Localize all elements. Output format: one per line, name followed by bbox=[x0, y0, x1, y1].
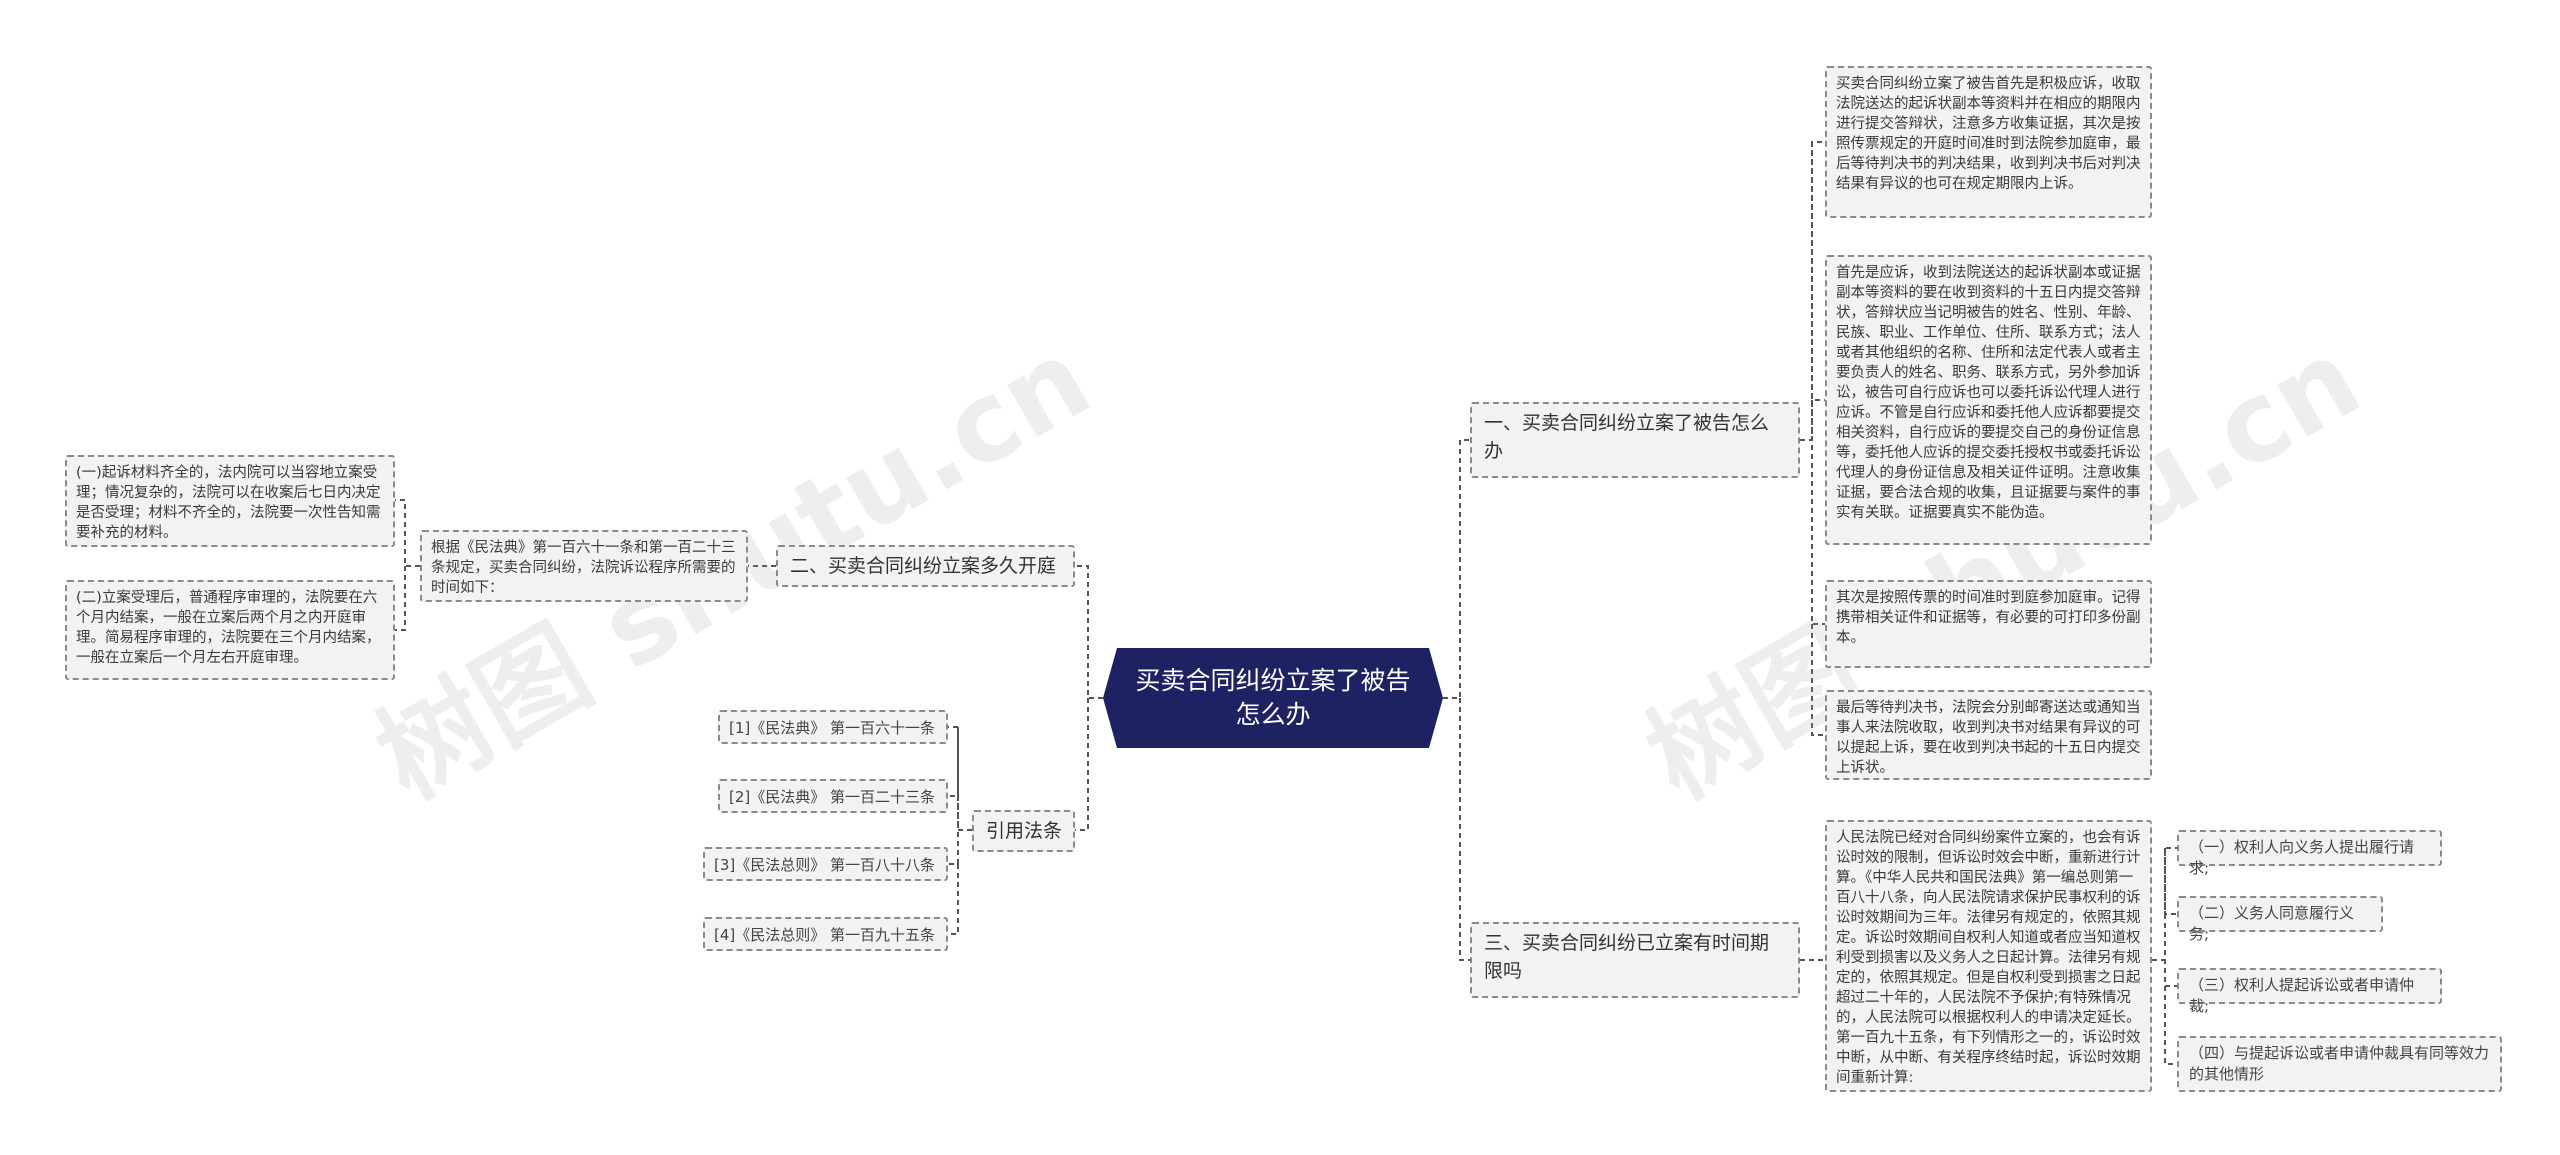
leaf-text: 最后等待判决书，法院会分别邮寄送达或通知当事人来法院收取，收到判决书对结果有异议… bbox=[1836, 700, 2141, 776]
leaf-text: 首先是应诉，收到法院送达的起诉状副本或证据副本等资料的要在收到资料的十五日内提交… bbox=[1836, 265, 2141, 521]
leaf-text: 买卖合同纠纷立案了被告首先是积极应诉，收取法院送达的起诉状副本等资料并在相应的期… bbox=[1836, 76, 2141, 192]
ref-law-1[interactable]: [1]《民法典》 第一百六十一条 bbox=[718, 710, 948, 744]
leaf-b2-2[interactable]: (二)立案受理后，普通程序审理的，法院要在六个月内结案，一般在立案后两个月之内开… bbox=[65, 580, 395, 680]
connector-b3mid-leaves bbox=[2152, 847, 2177, 1065]
branch-label: 三、买卖合同纠纷已立案有时间期限吗 bbox=[1484, 932, 1770, 982]
branch-node-b4[interactable]: 引用法条 bbox=[972, 810, 1075, 852]
ref-text: [1]《民法典》 第一百六十一条 bbox=[729, 719, 936, 737]
branch-node-b1[interactable]: 一、买卖合同纠纷立案了被告怎么办 bbox=[1470, 402, 1800, 478]
b3-detail-node[interactable]: 人民法院已经对合同纠纷案件立案的，也会有诉讼时效的限制，但诉讼时效会中断，重新进… bbox=[1825, 820, 2152, 1092]
leaf-text: (一)起诉材料齐全的，法内院可以当容地立案受理；情况复杂的，法院可以在收案后七日… bbox=[76, 465, 381, 541]
ref-text: [2]《民法典》 第一百二十三条 bbox=[729, 788, 936, 806]
ref-law-2[interactable]: [2]《民法典》 第一百二十三条 bbox=[718, 779, 948, 813]
leaf-text: 根据《民法典》第一百六十一条和第一百二十三条规定，买卖合同纠纷，法院诉讼程序所需… bbox=[431, 540, 736, 596]
leaf-b2-1[interactable]: (一)起诉材料齐全的，法内院可以当容地立案受理；情况复杂的，法院可以在收案后七日… bbox=[65, 455, 395, 547]
leaf-text: （三）权利人提起诉讼或者申请仲裁; bbox=[2189, 976, 2415, 1015]
leaf-text: （四）与提起诉讼或者申请仲裁具有同等效力的其他情形 bbox=[2189, 1044, 2490, 1083]
b2-detail-node[interactable]: 根据《民法典》第一百六十一条和第一百二十三条规定，买卖合同纠纷，法院诉讼程序所需… bbox=[420, 530, 748, 602]
leaf-b1-2[interactable]: 首先是应诉，收到法院送达的起诉状副本或证据副本等资料的要在收到资料的十五日内提交… bbox=[1825, 255, 2152, 545]
leaf-b1-1[interactable]: 买卖合同纠纷立案了被告首先是积极应诉，收取法院送达的起诉状副本等资料并在相应的期… bbox=[1825, 66, 2152, 218]
ref-text: [3]《民法总则》 第一百八十八条 bbox=[714, 856, 936, 874]
leaf-text: 人民法院已经对合同纠纷案件立案的，也会有诉讼时效的限制，但诉讼时效会中断，重新进… bbox=[1836, 830, 2141, 1086]
leaf-b3-1[interactable]: （一）权利人向义务人提出履行请求; bbox=[2177, 830, 2442, 877]
leaf-text: （二）义务人同意履行义务; bbox=[2189, 904, 2355, 943]
root-hexagon-shape bbox=[1103, 648, 1443, 748]
leaf-b1-3[interactable]: 其次是按照传票的时间准时到庭参加庭审。记得携带相关证件和证据等，有必要的可打印多… bbox=[1825, 580, 2152, 668]
connector-b1-leaves bbox=[1800, 141, 1825, 736]
root-node[interactable]: 买卖合同纠纷立案了被告怎么办 bbox=[1103, 648, 1443, 748]
leaf-b3-4[interactable]: （四）与提起诉讼或者申请仲裁具有同等效力的其他情形 bbox=[2177, 1036, 2502, 1092]
ref-law-3[interactable]: [3]《民法总则》 第一百八十八条 bbox=[703, 847, 948, 881]
connector-root-b4 bbox=[1075, 698, 1089, 831]
branch-label: 一、买卖合同纠纷立案了被告怎么办 bbox=[1484, 412, 1770, 462]
ref-law-4[interactable]: [4]《民法总则》 第一百九十五条 bbox=[703, 917, 948, 951]
root-title: 买卖合同纠纷立案了被告怎么办 bbox=[1135, 666, 1411, 729]
leaf-text: 其次是按照传票的时间准时到庭参加庭审。记得携带相关证件和证据等，有必要的可打印多… bbox=[1836, 590, 2141, 646]
branch-node-b3[interactable]: 三、买卖合同纠纷已立案有时间期限吗 bbox=[1470, 922, 1800, 998]
connector-root-b2 bbox=[1075, 565, 1103, 699]
connector-root-b3 bbox=[1459, 698, 1470, 961]
branch-label: 引用法条 bbox=[986, 820, 1063, 842]
leaf-text: （一）权利人向义务人提出履行请求; bbox=[2189, 838, 2415, 877]
branch-node-b2[interactable]: 二、买卖合同纠纷立案多久开庭 bbox=[776, 545, 1075, 587]
leaf-b3-2[interactable]: （二）义务人同意履行义务; bbox=[2177, 896, 2383, 943]
connector-root-b1 bbox=[1443, 439, 1470, 699]
leaf-b1-4[interactable]: 最后等待判决书，法院会分别邮寄送达或通知当事人来法院收取，收到判决书对结果有异议… bbox=[1825, 690, 2152, 780]
leaf-b3-3[interactable]: （三）权利人提起诉讼或者申请仲裁; bbox=[2177, 968, 2442, 1015]
leaf-text: (二)立案受理后，普通程序审理的，法院要在六个月内结案，一般在立案后两个月之内开… bbox=[76, 590, 381, 666]
ref-text: [4]《民法总则》 第一百九十五条 bbox=[714, 926, 936, 944]
connector-b2mid-leaves bbox=[395, 499, 420, 631]
connector-b4-refs bbox=[948, 726, 972, 935]
branch-label: 二、买卖合同纠纷立案多久开庭 bbox=[790, 555, 1057, 577]
